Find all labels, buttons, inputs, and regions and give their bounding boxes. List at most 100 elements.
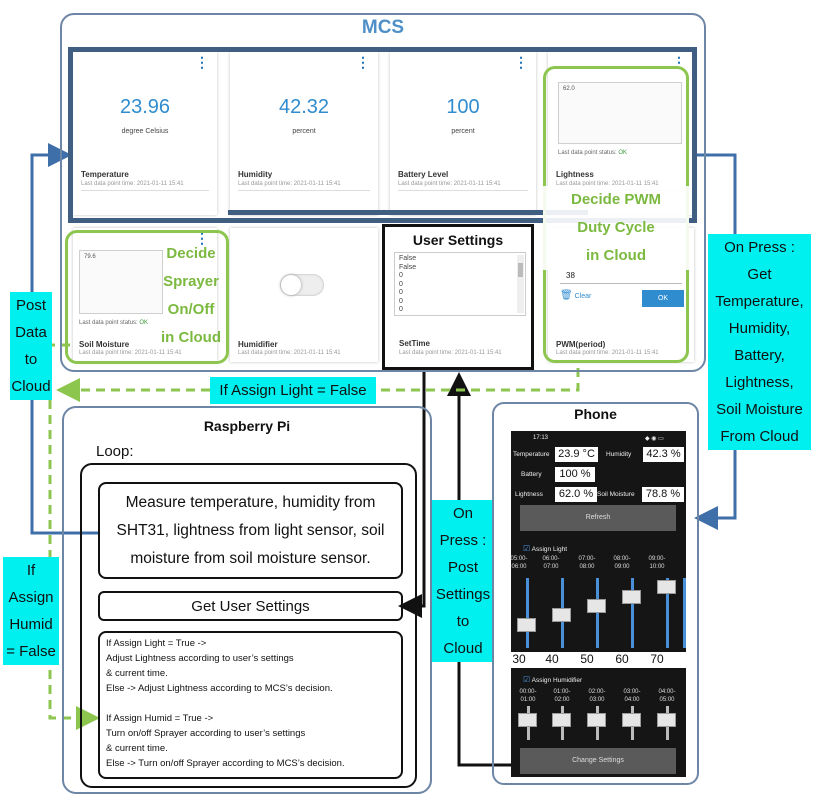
- humidity-value: 42.3 %: [643, 447, 684, 462]
- text-line: Measure temperature, humidity from: [125, 494, 376, 511]
- more-menu-icon[interactable]: ⋮: [195, 230, 209, 246]
- humidity-time: Last data point time: 2021-01-11 15:41: [238, 181, 341, 187]
- raspberry-pi-title: Raspberry Pi: [203, 418, 291, 434]
- temperature-name: Temperature: [81, 170, 129, 179]
- lightness-chart: 62.0: [558, 82, 682, 144]
- light-slider-thumb[interactable]: [552, 608, 571, 623]
- light-slider-track[interactable]: [683, 578, 686, 648]
- refresh-button[interactable]: Refresh: [520, 505, 676, 531]
- list-item[interactable]: 0: [399, 280, 403, 288]
- settime-listbox[interactable]: False False 0 0 0 0 0: [394, 252, 526, 316]
- ok-button[interactable]: OK: [642, 290, 684, 307]
- assign-light-checkbox[interactable]: ☑ Assign Light: [523, 544, 567, 553]
- more-menu-icon[interactable]: ⋮: [356, 54, 370, 70]
- status-bar-time: 17:13: [533, 435, 549, 441]
- text-line: moisture from soil moisture sensor.: [130, 550, 371, 567]
- text-line: Lightness,: [725, 374, 794, 391]
- soil-status: Last data point status: OK: [79, 320, 148, 326]
- light-slider-thumb[interactable]: [587, 599, 606, 613]
- light-slider-track[interactable]: [596, 578, 599, 648]
- lightness-chart-value: 62.0: [563, 86, 575, 92]
- battery-label: Battery: [521, 471, 542, 478]
- light-slider-track[interactable]: [526, 578, 529, 648]
- more-menu-icon[interactable]: ⋮: [195, 54, 209, 70]
- post-data-label: Post Data to Cloud: [10, 292, 52, 400]
- humid-toggle-thumb[interactable]: [518, 713, 537, 727]
- humid-toggle-thumb[interactable]: [587, 713, 606, 727]
- humid-toggle-thumb[interactable]: [622, 713, 641, 727]
- decide-sprayer-text: Decide Sprayer On/Off in Cloud: [150, 240, 232, 352]
- battery-value: 100 %: [555, 467, 595, 482]
- text-line: Humidity,: [728, 320, 791, 337]
- clear-button[interactable]: 🗑 Clear: [560, 290, 592, 301]
- text-line: On/Off: [167, 301, 215, 318]
- mcs-title: MCS: [361, 17, 405, 38]
- on-press-post-label: On Press : Post Settings to Cloud: [432, 500, 494, 662]
- text-line: Else -> Turn on/off Sprayer according to…: [106, 758, 345, 769]
- soil-time: Last data point time: 2021-01-11 15:41: [79, 350, 182, 356]
- lightness-name: Lightness: [556, 170, 594, 179]
- list-item[interactable]: 0: [399, 289, 403, 296]
- clear-label: Clear: [574, 293, 592, 300]
- text-line: Data: [15, 324, 47, 341]
- text-line: If Assign Light = True ->: [106, 638, 207, 649]
- text-line: Press :: [439, 532, 487, 549]
- light-slider-thumb[interactable]: [517, 617, 536, 632]
- temperature-unit: degree Celsius: [121, 128, 169, 135]
- soil-chart: 79.6: [79, 250, 163, 314]
- pwm-input[interactable]: 38: [560, 268, 682, 284]
- assign-humidifier-checkbox[interactable]: ☑ Assign Humidifier: [523, 675, 582, 684]
- humid-toggle-thumb[interactable]: [552, 713, 571, 727]
- light-time-1: 06:00- 07:00: [542, 556, 560, 570]
- list-item[interactable]: False: [399, 263, 417, 271]
- text-line: Get: [747, 266, 772, 283]
- humid-time-4: 04:00- 05:00: [658, 689, 676, 703]
- temperature-card: ⋮ 23.96 degree Celsius Temperature Last …: [73, 52, 217, 215]
- divider: [398, 190, 528, 191]
- battery-unit: percent: [451, 128, 475, 135]
- sensor-cards-highlight: [68, 47, 697, 223]
- text-line: in Cloud: [586, 247, 646, 264]
- battery-card: ⋮ 100 percent Battery Level Last data po…: [390, 52, 536, 215]
- humidifier-name: Humidifier: [238, 340, 278, 349]
- list-item[interactable]: 0: [399, 272, 403, 279]
- more-menu-icon[interactable]: ⋮: [672, 54, 686, 70]
- lightness-label: Lightness: [515, 491, 543, 498]
- humidifier-time: Last data point time: 2021-01-11 15:41: [238, 350, 341, 356]
- spacer: [106, 696, 395, 711]
- temperature-value: 23.96: [119, 96, 171, 118]
- settime-name: SetTime: [399, 339, 430, 348]
- change-settings-button[interactable]: Change Settings: [520, 748, 676, 774]
- arrow-user-settings: [398, 372, 426, 618]
- text-line: & current time.: [106, 743, 168, 754]
- light-slider-track[interactable]: [631, 578, 634, 648]
- soil-chart-value: 79.6: [84, 254, 96, 260]
- pwm-name: PWM(period): [556, 340, 606, 349]
- text-line: Temperature,: [715, 293, 804, 310]
- light-value-2: 50: [580, 652, 594, 666]
- text-line: On: [452, 505, 473, 522]
- status-bar-icons: ◆ ◉ ▭: [645, 436, 664, 442]
- light-slider-thumb[interactable]: [622, 589, 641, 604]
- listbox-scrollbar[interactable]: [517, 255, 524, 313]
- humid-toggle-thumb[interactable]: [657, 713, 676, 727]
- text-line: Sprayer: [163, 273, 219, 290]
- list-item[interactable]: 0: [399, 297, 403, 305]
- list-item[interactable]: 0: [399, 306, 403, 313]
- text-line: On Press :: [724, 239, 795, 256]
- battery-value: 100: [446, 96, 480, 118]
- phone-frame: [492, 402, 699, 785]
- light-slider-track[interactable]: [666, 578, 669, 648]
- more-menu-icon[interactable]: ⋮: [514, 54, 528, 70]
- humidifier-toggle[interactable]: [280, 274, 324, 296]
- humidity-value: 42.32: [278, 96, 330, 118]
- list-item[interactable]: False: [399, 255, 417, 262]
- decide-sprayer-box: [65, 230, 229, 364]
- if-assign-humid-label: If Assign Humid = False: [3, 557, 59, 665]
- text-line: From Cloud: [720, 428, 799, 445]
- assign-humidifier-label: Assign Humidifier: [531, 677, 583, 684]
- light-slider-thumb[interactable]: [657, 580, 676, 595]
- light-value-4: 70: [650, 652, 664, 666]
- mcs-frame: [60, 13, 706, 372]
- text-line: in Cloud: [161, 329, 221, 346]
